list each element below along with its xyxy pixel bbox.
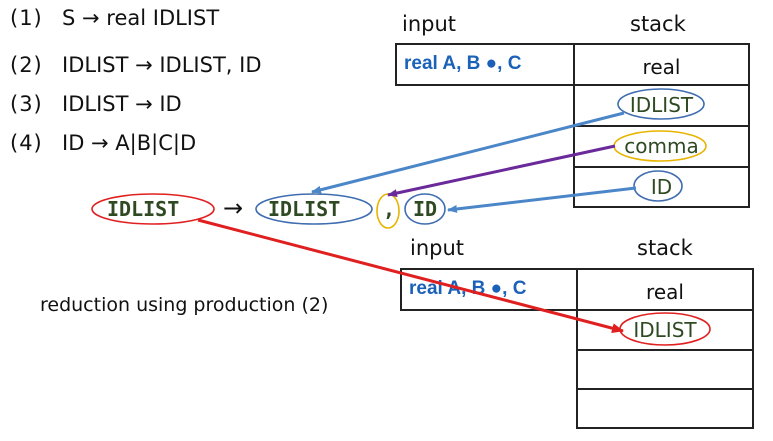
bottom-stack-cell <box>576 388 754 429</box>
production-text: IDLIST → ID <box>62 92 182 116</box>
bottom-stack-header: stack <box>637 236 693 260</box>
bottom-input-header: input <box>410 236 465 260</box>
top-idlist-ellipse <box>617 88 705 120</box>
rule-lhs: IDLIST <box>107 197 180 221</box>
production-4: (4) ID → A|B|C|D <box>10 131 196 155</box>
rule-rhs-idlist-ellipse <box>255 193 373 225</box>
bottom-stack-idlist: IDLIST <box>633 318 697 342</box>
rule-comma-ellipse <box>376 193 400 229</box>
rule-id-ellipse <box>404 193 446 225</box>
top-stack-id: ID <box>650 175 673 199</box>
top-comma-ellipse <box>613 130 707 162</box>
production-number: (2) <box>10 53 43 77</box>
top-stack-cell <box>573 166 750 208</box>
rule-rhs-comma: , <box>383 197 396 221</box>
top-stack-comma: comma <box>624 134 699 158</box>
top-id-ellipse <box>633 170 683 202</box>
bottom-idlist-ellipse <box>619 312 711 346</box>
production-3: (3) IDLIST → ID <box>10 92 182 116</box>
reduction-caption: reduction using production (2) <box>40 294 329 316</box>
production-2: (2) IDLIST → IDLIST, ID <box>10 53 262 77</box>
rule-lhs-ellipse <box>91 193 215 225</box>
red-arrow-reduction <box>197 218 624 334</box>
top-input-value: real A, B ●, C <box>404 53 522 74</box>
production-1: (1) S → real IDLIST <box>10 6 219 30</box>
rule-rhs-idlist: IDLIST <box>268 197 341 221</box>
blue-arrow-id <box>447 186 637 213</box>
production-number: (1) <box>10 6 43 30</box>
production-text: IDLIST → IDLIST, ID <box>62 53 262 77</box>
top-stack-idlist: IDLIST <box>629 93 694 117</box>
top-stack-header: stack <box>630 12 686 36</box>
purple-arrow-comma <box>387 144 616 198</box>
top-stack-real: real <box>642 55 681 79</box>
production-text: S → real IDLIST <box>62 6 220 30</box>
production-number: (4) <box>10 131 43 155</box>
top-input-header: input <box>402 12 457 36</box>
bottom-stack-real: real <box>646 280 684 304</box>
rule-rhs-id: ID <box>413 197 438 221</box>
rule-arrow: → <box>223 194 244 222</box>
blue-arrow-idlist <box>311 111 625 194</box>
production-text: ID → A|B|C|D <box>62 131 197 155</box>
production-number: (3) <box>10 92 43 116</box>
